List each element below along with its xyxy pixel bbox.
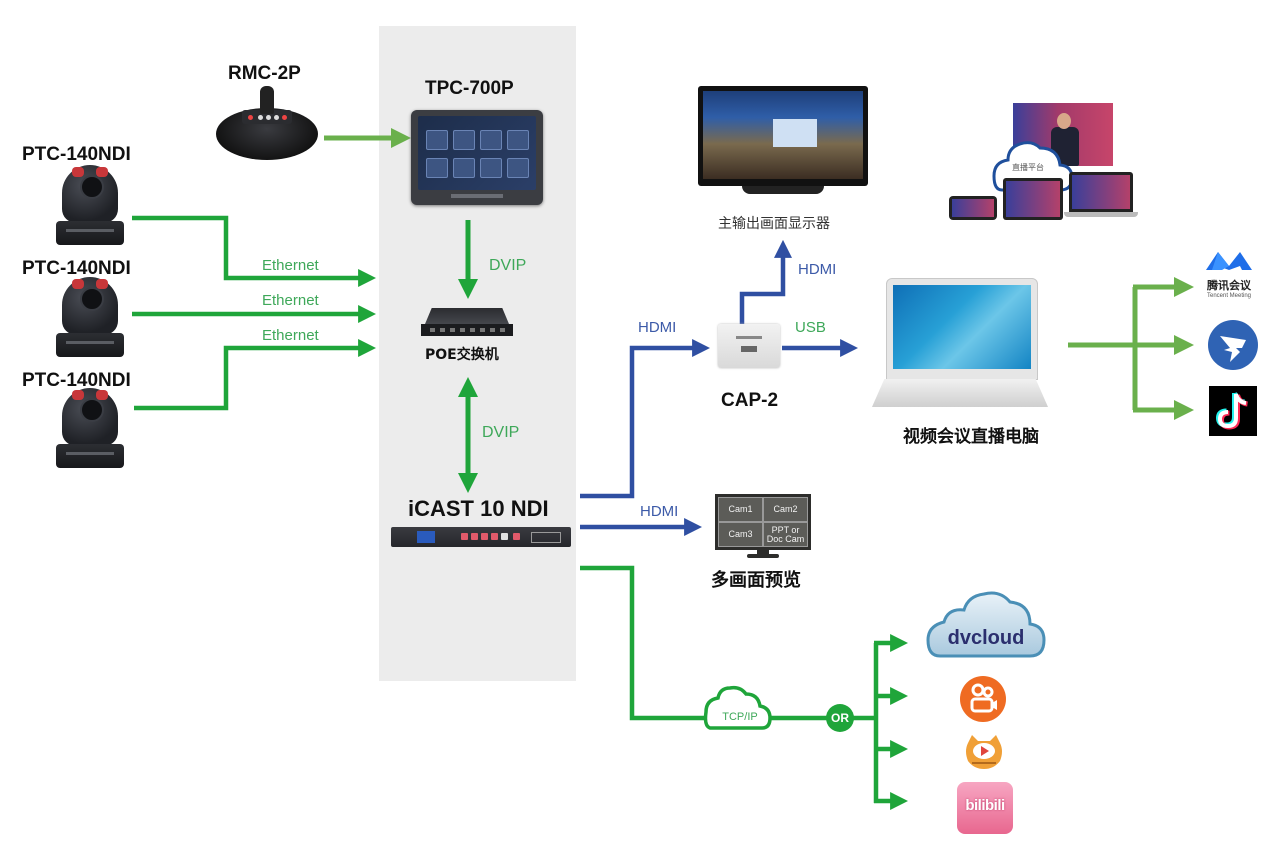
cap2-label: CAP-2 xyxy=(721,390,779,411)
live-platform-label: 直播平台 xyxy=(1012,163,1044,172)
ethernet-label-1: Ethernet xyxy=(262,257,319,274)
tpc-700p-touch-panel[interactable] xyxy=(411,110,543,205)
laptop-label: 视频会议直播电脑 xyxy=(903,427,1039,447)
dvip-label-top: DVIP xyxy=(489,257,527,274)
tencent-meeting-cn: 腾讯会议 xyxy=(1207,279,1251,292)
or-label: OR xyxy=(831,711,849,725)
switch-label: POE交换机 xyxy=(425,347,499,363)
video-conference-laptop[interactable] xyxy=(872,278,1048,410)
douyin-icon[interactable] xyxy=(1209,386,1257,436)
multiview-label: 多画面预览 xyxy=(711,570,801,591)
rmc-label: RMC-2P xyxy=(228,63,301,84)
hdmi-label-monitor: HDMI xyxy=(798,261,837,278)
icast-10-ndi-device[interactable] xyxy=(391,527,571,547)
camera-1[interactable] xyxy=(54,165,126,247)
huya-icon[interactable] xyxy=(962,733,1006,771)
rmc-2p-controller[interactable] xyxy=(216,86,318,160)
laptop-screen-small xyxy=(1069,172,1133,212)
tpc-label: TPC-700P xyxy=(425,78,514,99)
laptop-small-base xyxy=(1064,212,1138,217)
cap2-to-monitor-hdmi-line xyxy=(739,239,792,324)
tablet-screen xyxy=(1003,178,1063,220)
camera1-ethernet-line xyxy=(132,215,377,287)
usb-label: USB xyxy=(795,319,826,336)
or-node-circle xyxy=(826,704,854,732)
rmc-panel xyxy=(242,110,292,124)
tcpip-label: TCP/IP xyxy=(722,711,758,723)
cap-2-capture-device[interactable] xyxy=(718,324,780,368)
kuaishou-icon[interactable] xyxy=(960,676,1006,722)
dingtalk-icon[interactable] xyxy=(1208,320,1258,370)
icast-label: iCAST 10 NDI xyxy=(408,496,549,521)
hdmi-label-cap2: HDMI xyxy=(638,319,677,336)
camera-3-label: PTC-140NDI xyxy=(22,370,131,391)
multiview-cell-1: Cam1 xyxy=(718,497,763,522)
bilibili-text: bilibili xyxy=(965,797,1005,814)
multiview-cell-3: Cam3 xyxy=(718,522,763,547)
hdmi-label-multiview: HDMI xyxy=(640,503,679,520)
camera3-ethernet-line xyxy=(134,339,377,411)
multiview-cell-2: Cam2 xyxy=(763,497,808,522)
ethernet-label-2: Ethernet xyxy=(262,292,319,309)
tencent-meeting-icon xyxy=(1206,252,1252,270)
joystick-icon xyxy=(260,86,274,114)
dvcloud-text: dvcloud xyxy=(948,627,1025,649)
dvcloud-logo[interactable]: dvcloud xyxy=(926,588,1046,662)
tcpip-cloud-icon xyxy=(703,685,772,730)
icast-to-cap2-hdmi-line xyxy=(580,339,711,499)
bilibili-logo[interactable]: bilibili xyxy=(957,782,1013,834)
camera-2[interactable] xyxy=(54,277,126,359)
ethernet-label-3: Ethernet xyxy=(262,327,319,344)
main-monitor-label: 主输出画面显示器 xyxy=(718,216,830,232)
poe-switch[interactable] xyxy=(421,308,513,338)
dvip-label-bottom: DVIP xyxy=(482,424,520,441)
icast-to-network-line xyxy=(580,565,708,721)
camera-1-label: PTC-140NDI xyxy=(22,144,131,165)
camera-2-label: PTC-140NDI xyxy=(22,258,131,279)
tencent-meeting-logo[interactable]: 腾讯会议 Tencent Meeting xyxy=(1200,248,1258,306)
camera-3[interactable] xyxy=(54,388,126,470)
tencent-meeting-en: Tencent Meeting xyxy=(1206,293,1252,299)
main-output-monitor[interactable] xyxy=(698,86,868,200)
phone-screen xyxy=(949,196,997,220)
